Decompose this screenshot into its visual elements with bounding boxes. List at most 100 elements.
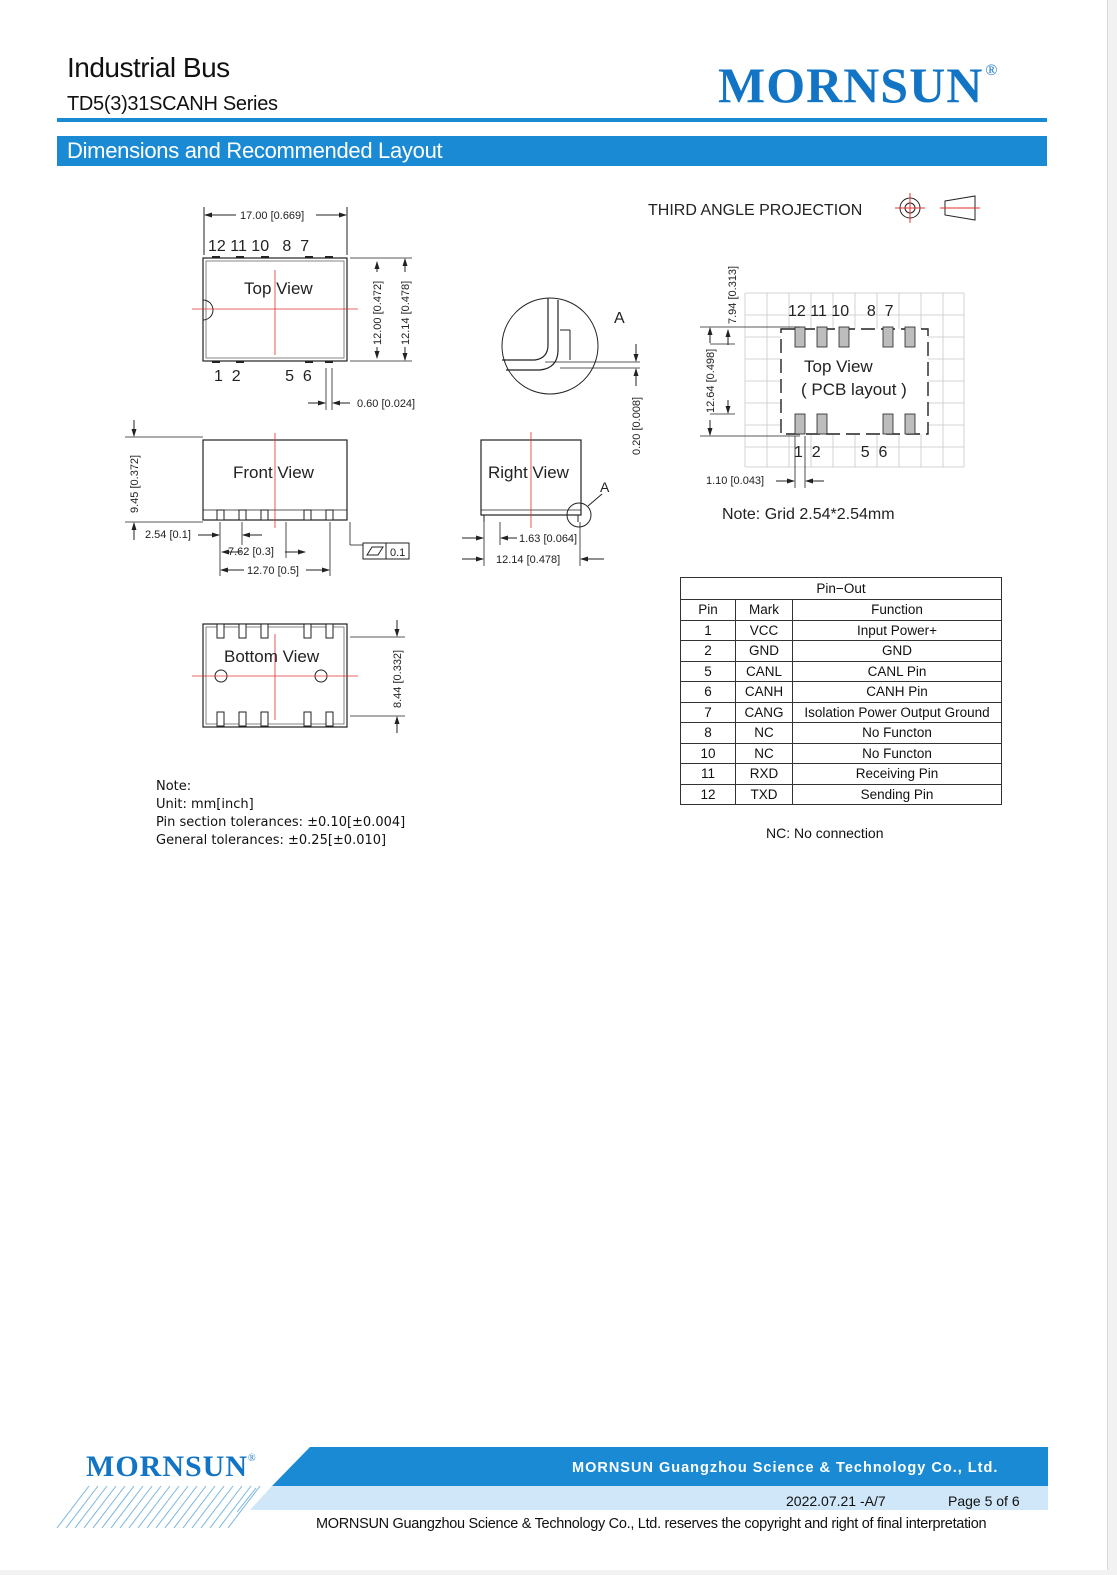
pin-cell: 1 bbox=[680, 619, 736, 641]
pin-cell: 10 bbox=[680, 742, 736, 764]
function-cell: Sending Pin bbox=[792, 783, 1002, 805]
page-title: Industrial Bus bbox=[67, 52, 230, 83]
right-view-drawing: Right View A 1.63 [0.064] 12.14 [0.478] bbox=[462, 432, 610, 566]
section-heading: Dimensions and Recommended Layout bbox=[57, 136, 1047, 166]
pin-cell: 6 bbox=[680, 681, 736, 703]
function-cell: No Functon bbox=[792, 722, 1002, 744]
pin-cell: 7 bbox=[680, 701, 736, 723]
top-view-drawing: 12 11 10 8 7 17.00 [0.669] Top View 1 2 … bbox=[192, 207, 415, 410]
pin-cell: 5 bbox=[680, 660, 736, 682]
pin-width-dim: 0.60 [0.024] bbox=[357, 398, 415, 410]
front-view-height-dim: 9.45 [0.372] bbox=[129, 455, 141, 513]
note-line: General tolerances: ±0.25[±0.010] bbox=[156, 833, 387, 848]
standoff-dim: 0.20 [0.008] bbox=[631, 397, 643, 455]
flatness-value: 0.1 bbox=[390, 547, 405, 559]
top-view-width-dim: 17.00 [0.669] bbox=[240, 210, 304, 222]
function-cell: Input Power+ bbox=[792, 619, 1002, 641]
front-view-drawing: Front View 9.45 [0.372] 2.54 [0.1] 7.62 … bbox=[125, 420, 410, 577]
page-number: Page 5 of 6 bbox=[948, 1493, 1020, 1509]
right-view-width-dim: 12.14 [0.478] bbox=[496, 554, 560, 566]
pcb-pins-top: 12 11 10 8 7 bbox=[788, 303, 894, 320]
mark-cell: GND bbox=[735, 640, 793, 662]
column-header: Function bbox=[792, 599, 1002, 621]
pin-cell: 11 bbox=[680, 763, 736, 785]
note-line: Note: bbox=[156, 779, 192, 794]
top-view-title: Top View bbox=[244, 279, 313, 298]
pin-span-dim-a: 7.62 [0.3] bbox=[228, 546, 274, 558]
footer-copyright: MORNSUN Guangzhou Science & Technology C… bbox=[316, 1516, 987, 1532]
pin-cell: 2 bbox=[680, 640, 736, 662]
pin-cell: 8 bbox=[680, 722, 736, 744]
footer-company: MORNSUN Guangzhou Science & Technology C… bbox=[572, 1460, 999, 1476]
footer-date: 2022.07.21 -A/7 bbox=[786, 1493, 886, 1509]
pcb-title-line2: ( PCB layout ) bbox=[801, 380, 907, 399]
mark-cell: CANL bbox=[735, 660, 793, 682]
bottom-view-title: Bottom View bbox=[224, 647, 320, 666]
pin-pitch-dim: 2.54 [0.1] bbox=[145, 529, 191, 541]
pcb-title-line1: Top View bbox=[804, 357, 873, 376]
pinout-caption: Pin−Out bbox=[680, 577, 1002, 600]
function-cell: Isolation Power Output Ground bbox=[792, 701, 1002, 723]
right-view-detail-a: A bbox=[600, 479, 610, 495]
mark-cell: NC bbox=[735, 722, 793, 744]
bottom-view-drawing: Bottom View 8.44 [0.332] bbox=[192, 620, 405, 733]
series-name: TD5(3)31SCANH Series bbox=[67, 93, 278, 115]
top-view-height-dim-b: 12.14 [0.478] bbox=[400, 281, 412, 345]
pcb-pins-bottom: 1 2 5 6 bbox=[794, 444, 887, 461]
flatness-icon bbox=[366, 546, 384, 556]
right-view-title: Right View bbox=[488, 463, 570, 482]
header-rule bbox=[57, 118, 1047, 122]
function-cell: CANH Pin bbox=[792, 681, 1002, 703]
brand-logo: MORNSUN® bbox=[718, 57, 999, 113]
mark-cell: RXD bbox=[735, 763, 793, 785]
note-line: Unit: mm[inch] bbox=[156, 797, 254, 812]
top-view-height-dim-a: 12.00 [0.472] bbox=[372, 281, 384, 345]
column-header: Mark bbox=[735, 599, 793, 621]
top-view-pins-bottom: 1 2 5 6 bbox=[214, 368, 312, 385]
footer-band bbox=[56, 1447, 1048, 1529]
mark-cell: CANH bbox=[735, 681, 793, 703]
detail-a-drawing: 0.20 [0.008] A bbox=[501, 297, 643, 455]
right-view-offset-dim: 1.63 [0.064] bbox=[519, 533, 577, 545]
pcb-height-dim: 12.64 [0.498] bbox=[705, 349, 717, 413]
mark-cell: VCC bbox=[735, 619, 793, 641]
function-cell: CANL Pin bbox=[792, 660, 1002, 682]
pcb-top-dim: 7.94 [0.313] bbox=[727, 266, 739, 324]
bottom-view-height-dim: 8.44 [0.332] bbox=[392, 650, 404, 708]
function-cell: No Functon bbox=[792, 742, 1002, 764]
table-header-row: Pin Mark Function bbox=[680, 599, 1002, 621]
pcb-layout-drawing: 12 11 10 8 7 Top View ( PCB layout ) 1 2… bbox=[700, 266, 965, 523]
mark-cell: CANG bbox=[735, 701, 793, 723]
dimension-notes: Note: Unit: mm[inch] Pin section toleran… bbox=[156, 778, 405, 850]
function-cell: Receiving Pin bbox=[792, 763, 1002, 785]
mark-cell: TXD bbox=[735, 783, 793, 805]
front-view-title: Front View bbox=[233, 463, 315, 482]
pin-cell: 12 bbox=[680, 783, 736, 805]
detail-a-label: A bbox=[614, 310, 625, 327]
pin-span-dim-b: 12.70 [0.5] bbox=[247, 565, 299, 577]
nc-note: NC: No connection bbox=[766, 825, 884, 841]
pcb-pad-dim: 1.10 [0.043] bbox=[706, 475, 764, 487]
projection-symbol-icon bbox=[895, 193, 980, 223]
function-cell: GND bbox=[792, 640, 1002, 662]
grid-note: Note: Grid 2.54*2.54mm bbox=[722, 506, 895, 523]
pcb-pads bbox=[794, 326, 916, 435]
column-header: Pin bbox=[680, 599, 736, 621]
mark-cell: NC bbox=[735, 742, 793, 764]
top-view-pins-top: 12 11 10 8 7 bbox=[208, 238, 309, 255]
projection-label: THIRD ANGLE PROJECTION bbox=[648, 202, 862, 219]
footer-logo: MORNSUN® bbox=[86, 1450, 257, 1483]
note-line: Pin section tolerances: ±0.10[±0.004] bbox=[156, 815, 406, 830]
